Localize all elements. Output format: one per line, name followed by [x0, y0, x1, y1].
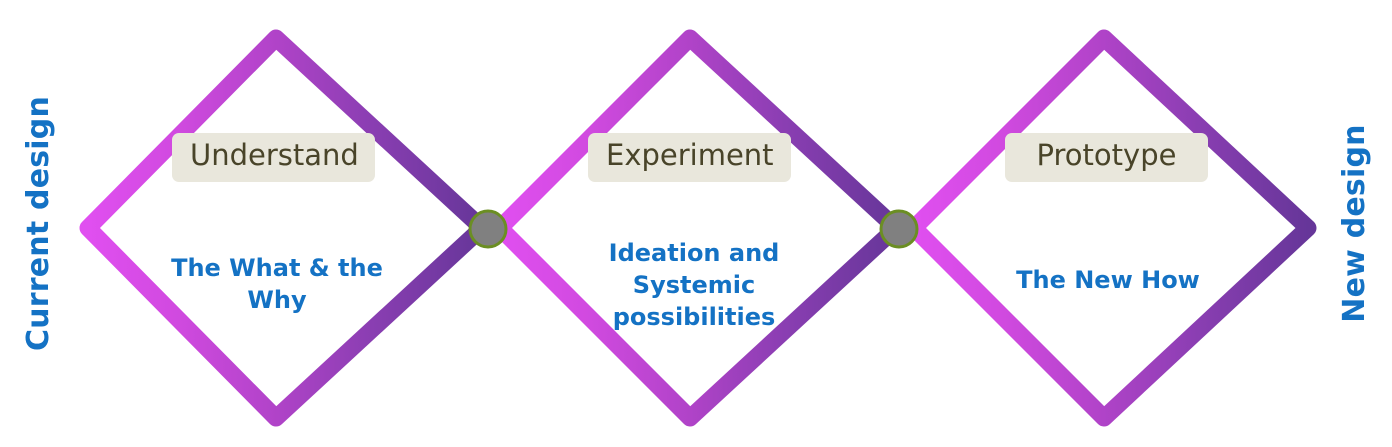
connector-node-2[interactable] — [879, 209, 919, 249]
stage-title-experiment: Experiment — [588, 133, 791, 182]
diamond-prototype[interactable] — [905, 29, 1317, 427]
stage-title-prototype: Prototype — [1005, 133, 1208, 182]
stage-subtitle-experiment: Ideation and Systemic possibilities — [583, 238, 805, 334]
stage-subtitle-understand-line-1: The What & the — [171, 254, 383, 282]
diamond-understand[interactable] — [88, 38, 482, 418]
diamond-understand-outline — [88, 38, 482, 418]
diamond-experiment-outline — [491, 29, 905, 427]
connector-node-1[interactable] — [468, 209, 508, 249]
stage-subtitle-experiment-line-3: possibilities — [612, 302, 776, 331]
stage-title-understand: Understand — [172, 133, 375, 182]
stage-subtitle-understand: The What & the Why — [166, 253, 388, 317]
stage-subtitle-prototype: The New How — [997, 265, 1219, 297]
stage-subtitle-experiment-line-2: Systemic — [632, 270, 756, 299]
diamond-experiment[interactable] — [491, 29, 905, 427]
stage-subtitle-experiment-line-1: Ideation and — [608, 239, 780, 267]
stage-subtitle-understand-line-2: Why — [247, 285, 307, 314]
diamond-prototype-outline — [905, 29, 1317, 427]
stage-subtitle-prototype-line-1: The New How — [1016, 266, 1200, 294]
